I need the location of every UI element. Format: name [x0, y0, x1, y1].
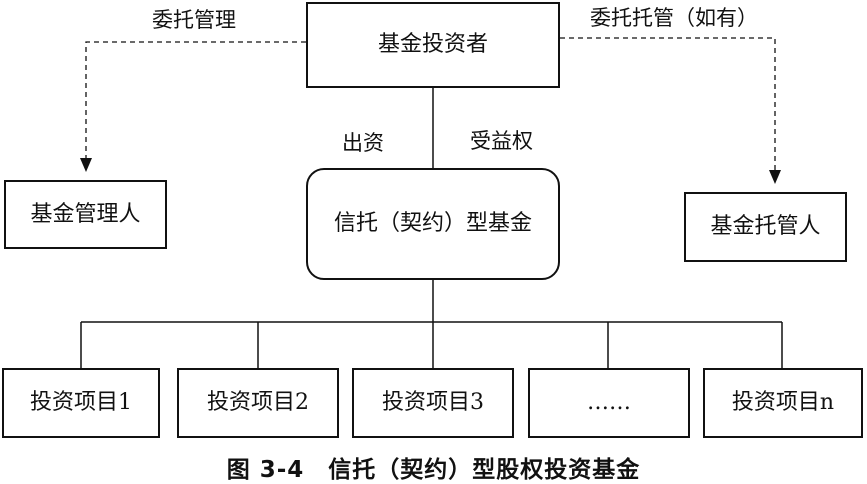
- fund-label: 信托（契约）型基金: [333, 211, 532, 236]
- project-node-3: 投资项目3: [352, 368, 514, 438]
- project-label-n: 投资项目n: [731, 390, 835, 415]
- entrust-custody-arrow-icon: [769, 170, 781, 184]
- custodian-node: 基金托管人: [684, 192, 847, 262]
- project-label-3: 投资项目3: [382, 390, 484, 415]
- entrust-custody-label: 委托托管（如有）: [590, 6, 758, 30]
- manager-label: 基金管理人: [30, 201, 141, 227]
- investor-label: 基金投资者: [377, 32, 488, 57]
- entrust-management-label: 委托管理: [152, 8, 236, 32]
- project-label-ellipsis: ……: [587, 390, 631, 415]
- entrust-management-dashed-line: [85, 41, 306, 160]
- fund-node: 信托（契约）型基金: [306, 168, 560, 280]
- figure-caption: 图 3-4 信托（契约）型股权投资基金: [226, 457, 641, 483]
- entrust-custody-dashed-line: [560, 37, 776, 172]
- project-label-1: 投资项目1: [30, 390, 132, 415]
- project-node-ellipsis: ……: [528, 368, 690, 438]
- capital-contribution-label: 出资: [342, 131, 384, 155]
- project-node-2: 投资项目2: [177, 368, 339, 438]
- manager-node: 基金管理人: [4, 180, 167, 249]
- project-node-1: 投资项目1: [2, 368, 160, 438]
- project-node-n: 投资项目n: [703, 368, 863, 438]
- investor-node: 基金投资者: [306, 2, 560, 88]
- custodian-label: 基金托管人: [710, 214, 821, 239]
- project-label-2: 投资项目2: [207, 390, 309, 415]
- entrust-management-arrow-icon: [80, 158, 92, 172]
- beneficial-right-label: 受益权: [470, 129, 533, 153]
